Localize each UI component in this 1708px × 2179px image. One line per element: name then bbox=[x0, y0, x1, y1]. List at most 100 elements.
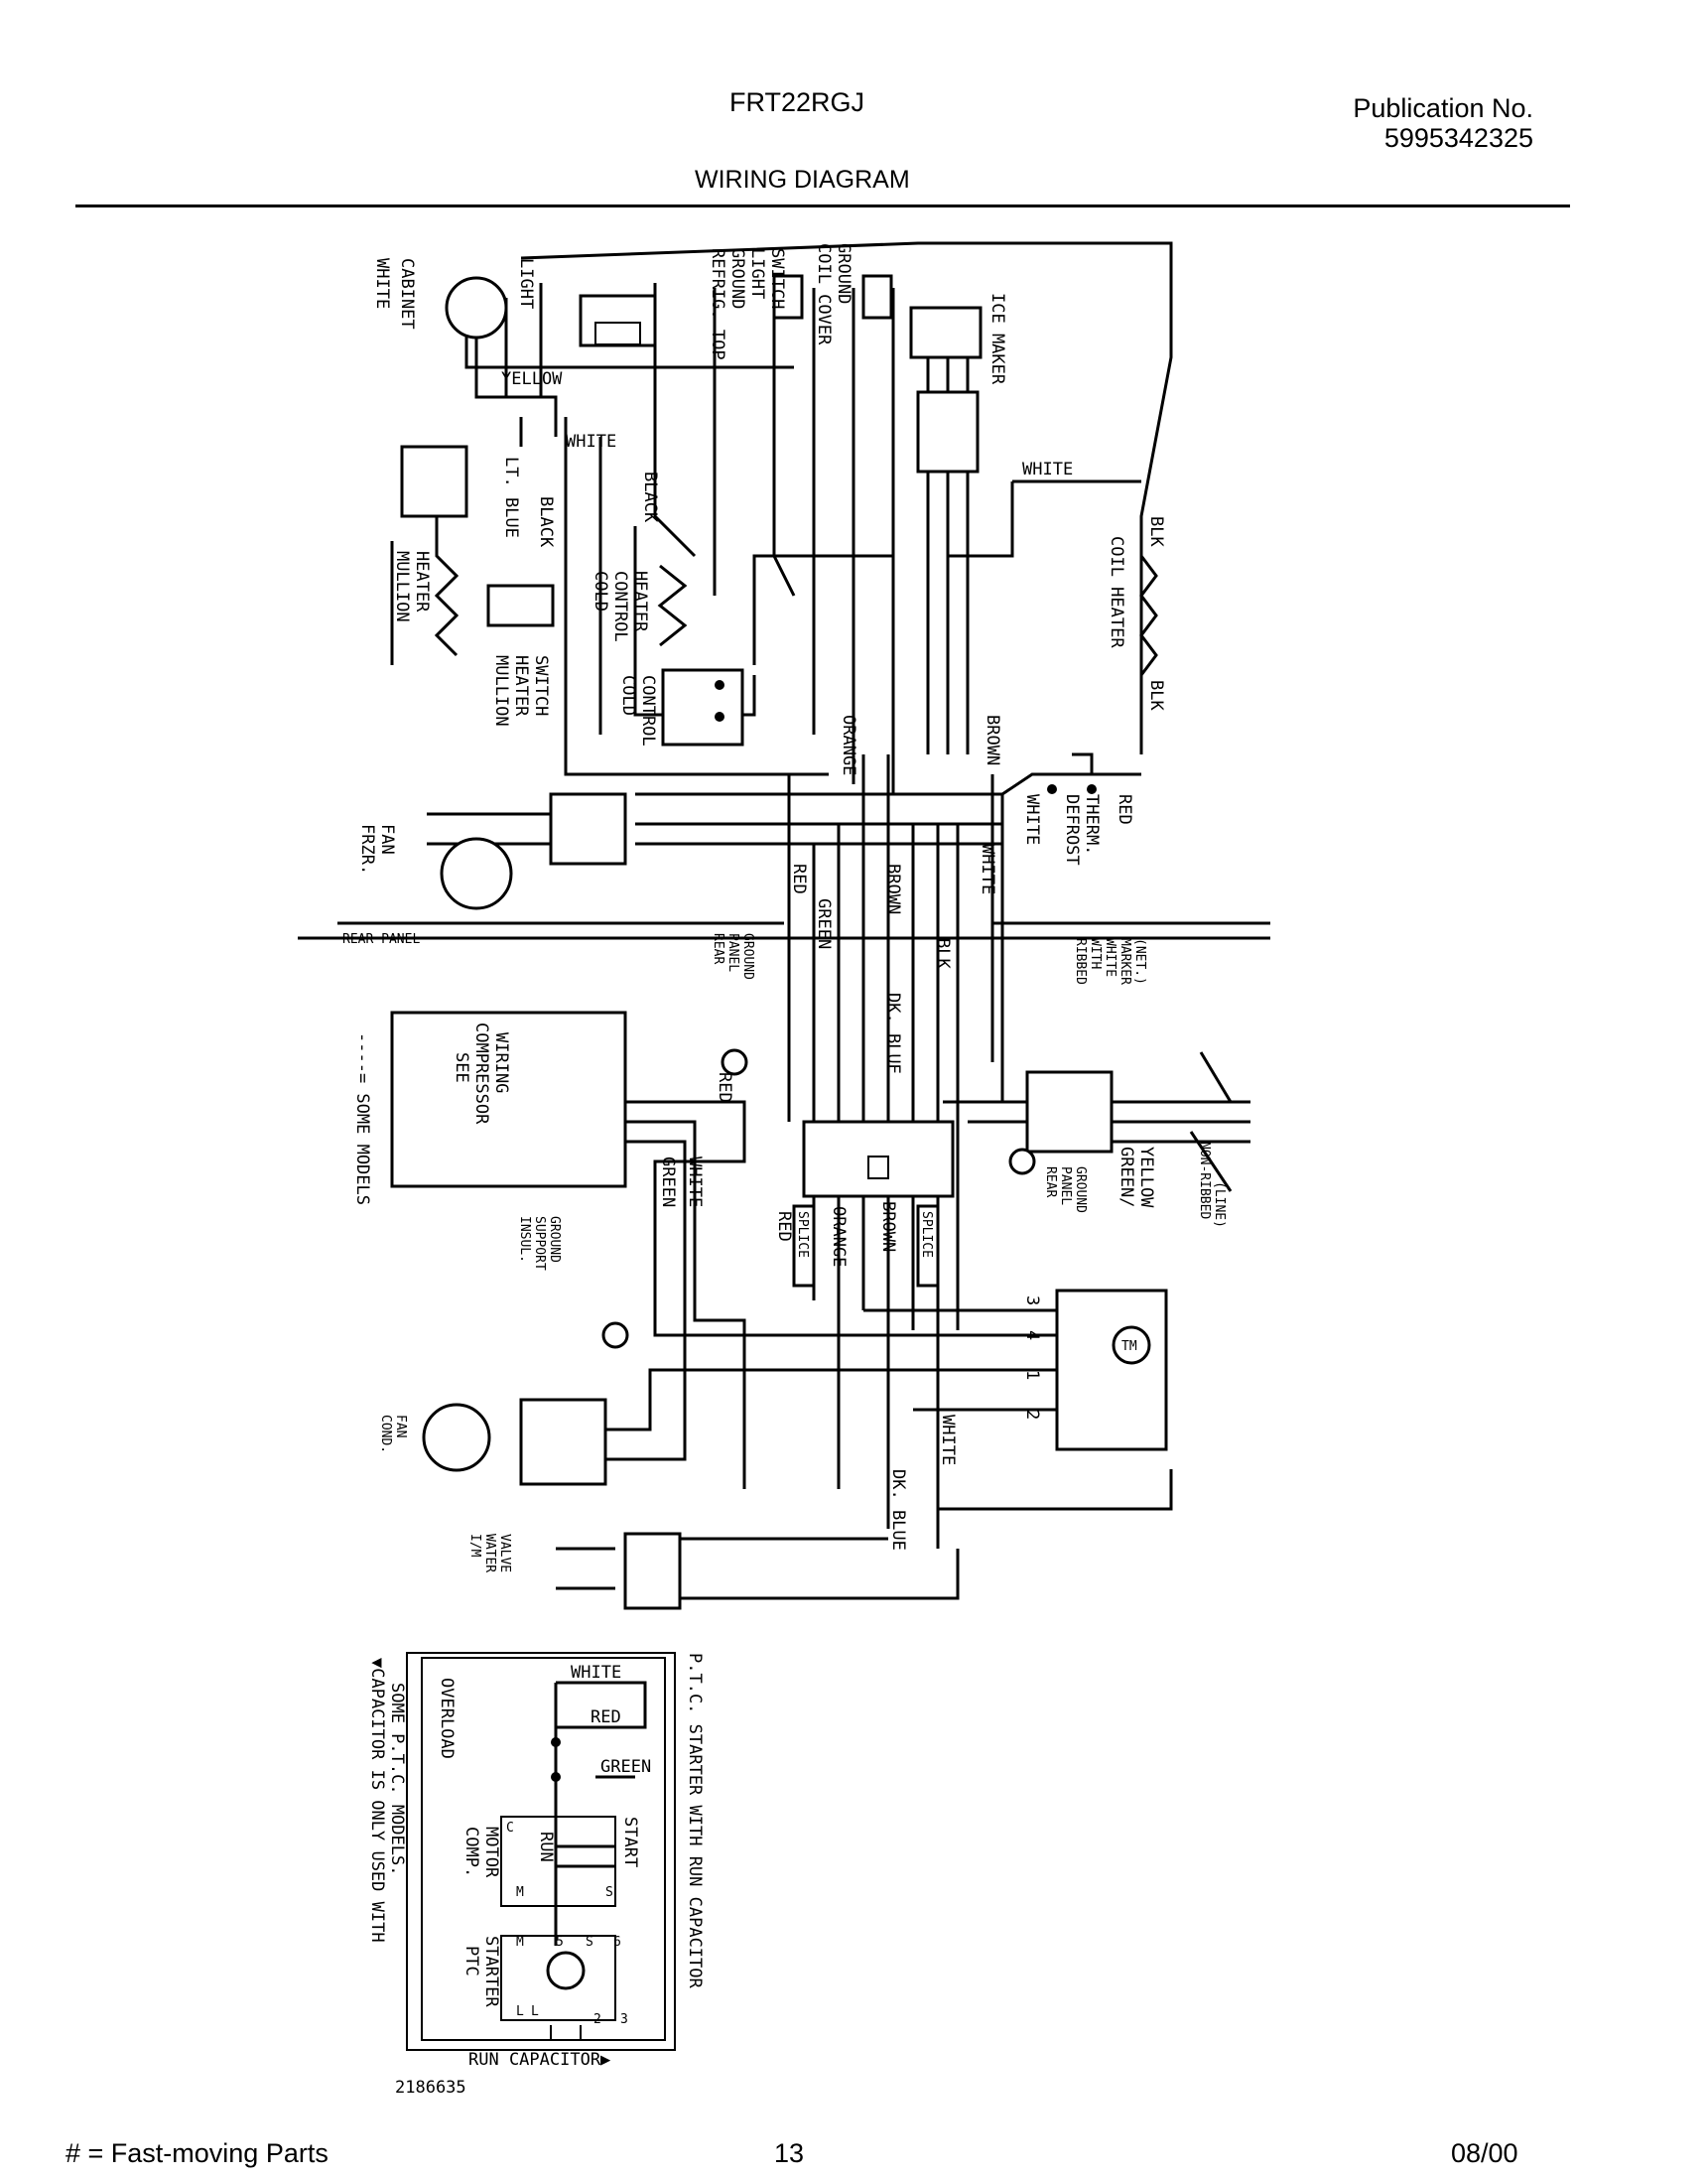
label-frzr-fan-2: FAN bbox=[377, 824, 397, 855]
header-rule bbox=[75, 204, 1570, 207]
label-white-c: WHITE bbox=[978, 844, 997, 894]
label-light-switch-3: LIGHT bbox=[747, 248, 767, 299]
label-rp-ground-3: GROUND bbox=[740, 933, 755, 980]
label-water-valve-2: WATER bbox=[482, 1534, 497, 1572]
rear-panel-ground-2-symbol bbox=[1008, 1148, 1036, 1175]
component-symbols bbox=[390, 274, 1168, 1610]
splice-b-marker bbox=[916, 1204, 940, 1288]
label-water-valve-1: I/M bbox=[467, 1534, 482, 1558]
model-number: FRT22RGJ bbox=[729, 87, 865, 117]
inset-run-capacitor: RUN CAPACITOR▶ bbox=[468, 2050, 611, 2070]
label-blk-top: BLK bbox=[1146, 516, 1166, 547]
inset-start: START bbox=[620, 1817, 640, 1867]
publication-number: 5995342325 bbox=[1383, 123, 1533, 153]
harness-connector bbox=[802, 1120, 955, 1198]
label-white-top: WHITE bbox=[372, 258, 392, 309]
label-light-switch-1: REFRIG. TOP bbox=[708, 248, 727, 360]
label-green-yellow-2: YELLOW bbox=[1136, 1147, 1156, 1208]
inset-term-m: M bbox=[516, 1885, 524, 1900]
condenser-fan-symbol bbox=[422, 1403, 491, 1472]
label-cond-fan-1: COND. bbox=[378, 1415, 393, 1453]
label-ribbed-4: MARKER bbox=[1117, 938, 1132, 985]
splice-a-marker bbox=[792, 1204, 816, 1288]
inset-comp-motor-2: MOTOR bbox=[481, 1827, 501, 1878]
label-ribbed-2: WITH bbox=[1088, 938, 1103, 969]
label-green-a: GREEN bbox=[814, 898, 834, 949]
label-cabinet-light-2: LIGHT bbox=[516, 258, 536, 309]
inset-comp-motor-1: COMP. bbox=[461, 1827, 481, 1877]
ptc-inset bbox=[406, 1652, 676, 2051]
label-cabinet-light-1: CABINET bbox=[397, 258, 417, 330]
label-white-right: WHITE bbox=[1022, 460, 1073, 479]
label-terminal-1: 1 bbox=[1022, 1370, 1042, 1380]
label-coil-heater: COIL HEATER bbox=[1107, 536, 1126, 648]
inset-ptc-1: PTC bbox=[461, 1946, 481, 1976]
inset-term-l2: L bbox=[516, 2004, 524, 2019]
label-orange: ORANGE bbox=[839, 715, 858, 775]
inset-term-m2: M bbox=[516, 1935, 524, 1950]
label-white-d: WHITE bbox=[685, 1157, 705, 1207]
label-non-ribbed-1: NON-RIBBED bbox=[1197, 1142, 1212, 1219]
label-dk-blue-b: DK. BLUE bbox=[888, 1469, 908, 1551]
page-number: 13 bbox=[774, 2138, 805, 2168]
label-rear-panel: REAR PANEL bbox=[342, 932, 420, 947]
label-see-compressor-1: SEE bbox=[452, 1052, 471, 1083]
label-terminal-4: 4 bbox=[1022, 1330, 1042, 1340]
inset-footnote-2: SOME P.T.C. MODELS. bbox=[387, 1683, 407, 1875]
cabinet-light-symbol bbox=[445, 276, 508, 340]
label-cold-control-1: COLD bbox=[618, 675, 638, 716]
diagram-title: WIRING DIAGRAM bbox=[695, 166, 910, 194]
label-ribbed-1: RIBBED bbox=[1073, 938, 1088, 985]
label-terminal-2: 2 bbox=[1022, 1410, 1042, 1420]
label-lt-blue: LT. BLUE bbox=[501, 457, 521, 538]
ice-maker-connector bbox=[916, 390, 980, 474]
condenser-fan-connector bbox=[519, 1398, 607, 1486]
label-cc-heater-1: COLD bbox=[591, 571, 610, 612]
inset-term-l: L bbox=[531, 2004, 539, 2019]
label-cond-fan-2: FAN bbox=[393, 1415, 408, 1437]
inset-ptc-2: STARTER bbox=[481, 1936, 501, 2007]
ptc-inset-frame bbox=[406, 1652, 676, 2051]
timer-box bbox=[1055, 1289, 1168, 1451]
label-green-b: GREEN bbox=[658, 1157, 678, 1207]
inset-term-s: S bbox=[605, 1885, 613, 1900]
label-black-a: BLACK bbox=[536, 496, 556, 548]
label-rp-ground-b-1: REAR bbox=[1043, 1166, 1058, 1197]
label-light-switch-4: SWITCH bbox=[767, 248, 787, 309]
label-non-ribbed-2: (LINE) bbox=[1212, 1181, 1227, 1228]
label-white-mid: WHITE bbox=[566, 432, 616, 452]
label-red-therm: RED bbox=[1115, 794, 1134, 825]
label-yellow: YELLOW bbox=[501, 369, 563, 389]
cold-control-symbol bbox=[661, 668, 744, 747]
label-dk-blue-a: DK. BLUE bbox=[883, 993, 903, 1074]
inset-term-s2: S bbox=[586, 1935, 593, 1950]
label-insul-3: GROUND bbox=[547, 1216, 562, 1263]
inset-run: RUN bbox=[536, 1832, 556, 1862]
mullion-heater-connector bbox=[400, 445, 468, 518]
inset-title: P.T.C. STARTER WITH RUN CAPACITOR bbox=[685, 1653, 705, 1989]
label-blk-mid: BLK bbox=[1146, 680, 1166, 711]
label-mullion-switch-2: HEATER bbox=[511, 655, 531, 717]
inset-term-6: 6 bbox=[613, 1935, 621, 1950]
label-cold-control-2: CONTROL bbox=[638, 675, 658, 747]
label-coil-cover-ground-1: COIL COVER bbox=[814, 243, 834, 345]
inset-term-2: 2 bbox=[593, 2012, 601, 2027]
inset-term-c: C bbox=[506, 1821, 514, 1836]
refrig-top-ground-symbol bbox=[772, 274, 804, 320]
label-ice-maker: ICE MAKER bbox=[987, 293, 1007, 385]
label-red-c: RED bbox=[774, 1211, 794, 1242]
label-brown-c: BROWN bbox=[878, 1201, 898, 1252]
label-black-b: BLACK bbox=[640, 472, 660, 523]
label-white-therm: WHITE bbox=[1022, 794, 1042, 845]
publication-date: 08/00 bbox=[1451, 2138, 1518, 2168]
label-defrost-therm-1: DEFROST bbox=[1062, 794, 1082, 866]
label-mullion-heater-1: MULLION bbox=[392, 551, 412, 622]
label-red-a: RED bbox=[789, 864, 809, 894]
compressor-box bbox=[390, 1011, 627, 1188]
label-splice-a: SPLICE bbox=[795, 1211, 810, 1258]
label-red-b: RED bbox=[715, 1072, 734, 1103]
label-mullion-switch-1: MULLION bbox=[491, 655, 511, 727]
publication-block: Publication No. 5995342325 bbox=[1353, 93, 1533, 153]
fast-moving-legend: # = Fast-moving Parts bbox=[66, 2138, 328, 2168]
label-mullion-heater-2: HEATER bbox=[412, 551, 432, 613]
